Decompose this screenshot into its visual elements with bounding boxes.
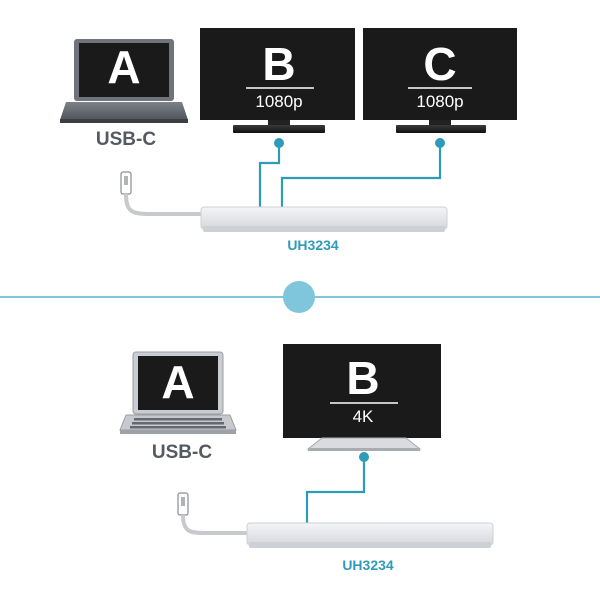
monitor-screen xyxy=(363,28,517,120)
laptop-port-label: USB-C xyxy=(152,442,212,463)
cable-to-monitor-b xyxy=(305,460,366,523)
monitor-letter: C xyxy=(423,38,456,90)
monitor-stand xyxy=(306,437,422,450)
laptop-port-label: USB-C xyxy=(96,129,156,150)
hdmi-cables-top xyxy=(258,145,442,207)
monitor-neck xyxy=(268,120,290,126)
monitor-b-bottom: B 4K xyxy=(283,344,441,451)
laptop-keys xyxy=(130,418,226,429)
top-scenario: A USB-C B 1080p C 1080p xyxy=(60,28,517,253)
usbc-cable xyxy=(124,193,204,216)
laptop-keyboard-deck xyxy=(60,102,188,120)
monitor-resolution: 4K xyxy=(353,407,374,426)
cable-to-monitor-c xyxy=(280,145,442,207)
monitor-stand xyxy=(233,125,325,133)
laptop-base-edge xyxy=(60,119,188,123)
port-dot-monitor-b xyxy=(359,452,369,462)
laptop-top: A USB-C xyxy=(60,39,188,150)
cable-to-monitor-b xyxy=(258,145,281,207)
monitor-letter: B xyxy=(262,38,295,90)
usbc-cable-top xyxy=(120,171,204,216)
laptop-screen xyxy=(79,43,169,97)
port-dot-monitor-c xyxy=(435,138,445,148)
section-divider xyxy=(0,281,600,313)
laptop-letter: A xyxy=(161,356,194,408)
hub-model-label: UH3234 xyxy=(342,557,394,573)
laptop-bottom: A USB-C xyxy=(119,351,237,463)
bottom-scenario: A USB-C B 4K UH3234 xyxy=(119,344,494,573)
hub-top: UH3234 xyxy=(200,206,448,253)
monitor-letter: B xyxy=(346,352,379,404)
monitor-stand xyxy=(396,125,486,133)
divider-circle xyxy=(283,281,315,313)
hub-model-label: UH3234 xyxy=(287,237,339,253)
hub-body xyxy=(246,522,494,546)
monitor-resolution: 1080p xyxy=(255,92,302,111)
monitor-resolution: 1080p xyxy=(416,92,463,111)
hub-shadow xyxy=(203,226,445,232)
hub-body xyxy=(200,206,448,230)
hub-bottom: UH3234 xyxy=(246,522,494,573)
monitor-c-top: C 1080p xyxy=(363,28,517,133)
monitor-screen xyxy=(200,28,355,120)
hub-shadow xyxy=(249,542,491,548)
laptop-screen xyxy=(138,356,218,410)
laptop-letter: A xyxy=(107,41,140,93)
usbc-cable xyxy=(181,514,250,535)
usbc-plug-tip xyxy=(181,497,185,506)
monitor-stand-edge xyxy=(308,448,420,451)
port-dot-monitor-b xyxy=(274,138,284,148)
monitor-neck xyxy=(429,120,451,126)
usbc-cable-bottom xyxy=(177,492,250,535)
monitor-screen xyxy=(283,344,441,438)
usbc-plug-tip xyxy=(124,176,128,185)
monitor-b-top: B 1080p xyxy=(200,28,355,133)
laptop-base-edge xyxy=(120,430,236,434)
